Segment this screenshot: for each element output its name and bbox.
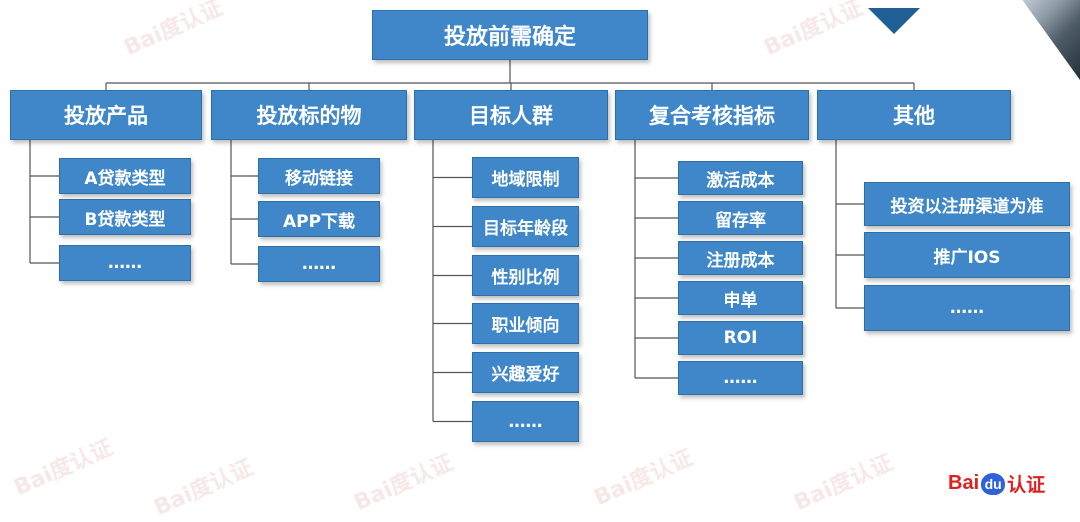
baidu-logo: Bai du 认证 [948,470,1045,497]
leaf-node: 投资以注册渠道为准 [864,182,1070,226]
leaf-node: B贷款类型 [59,199,191,235]
leaf-node: 申单 [678,281,803,315]
logo-bai-text: Bai [948,472,979,495]
leaf-node: …… [864,285,1070,331]
category-node-0: 投放产品 [10,90,202,140]
leaf-node: A贷款类型 [59,158,191,194]
corner-triangle-decoration [868,8,920,34]
category-node-3: 复合考核指标 [615,90,809,140]
root-node: 投放前需确定 [372,10,648,60]
leaf-node: 注册成本 [678,241,803,275]
leaf-node: 性别比例 [472,255,579,296]
logo-paw-icon: du [981,473,1005,495]
leaf-node: 兴趣爱好 [472,352,579,393]
category-node-2: 目标人群 [414,90,608,140]
leaf-node: APP下载 [258,201,380,237]
leaf-node: 地域限制 [472,157,579,198]
leaf-node: 移动链接 [258,158,380,194]
logo-suffix-text: 认证 [1007,470,1045,497]
leaf-node: …… [472,401,579,442]
leaf-node: 留存率 [678,201,803,235]
leaf-node: 激活成本 [678,161,803,195]
leaf-node: 职业倾向 [472,303,579,344]
leaf-node: …… [678,361,803,395]
leaf-node: …… [258,246,380,282]
leaf-node: …… [59,245,191,281]
leaf-node: ROI [678,321,803,355]
category-node-1: 投放标的物 [211,90,407,140]
leaf-node: 推广IOS [864,232,1070,278]
category-node-4: 其他 [817,90,1011,140]
leaf-node: 目标年龄段 [472,206,579,247]
